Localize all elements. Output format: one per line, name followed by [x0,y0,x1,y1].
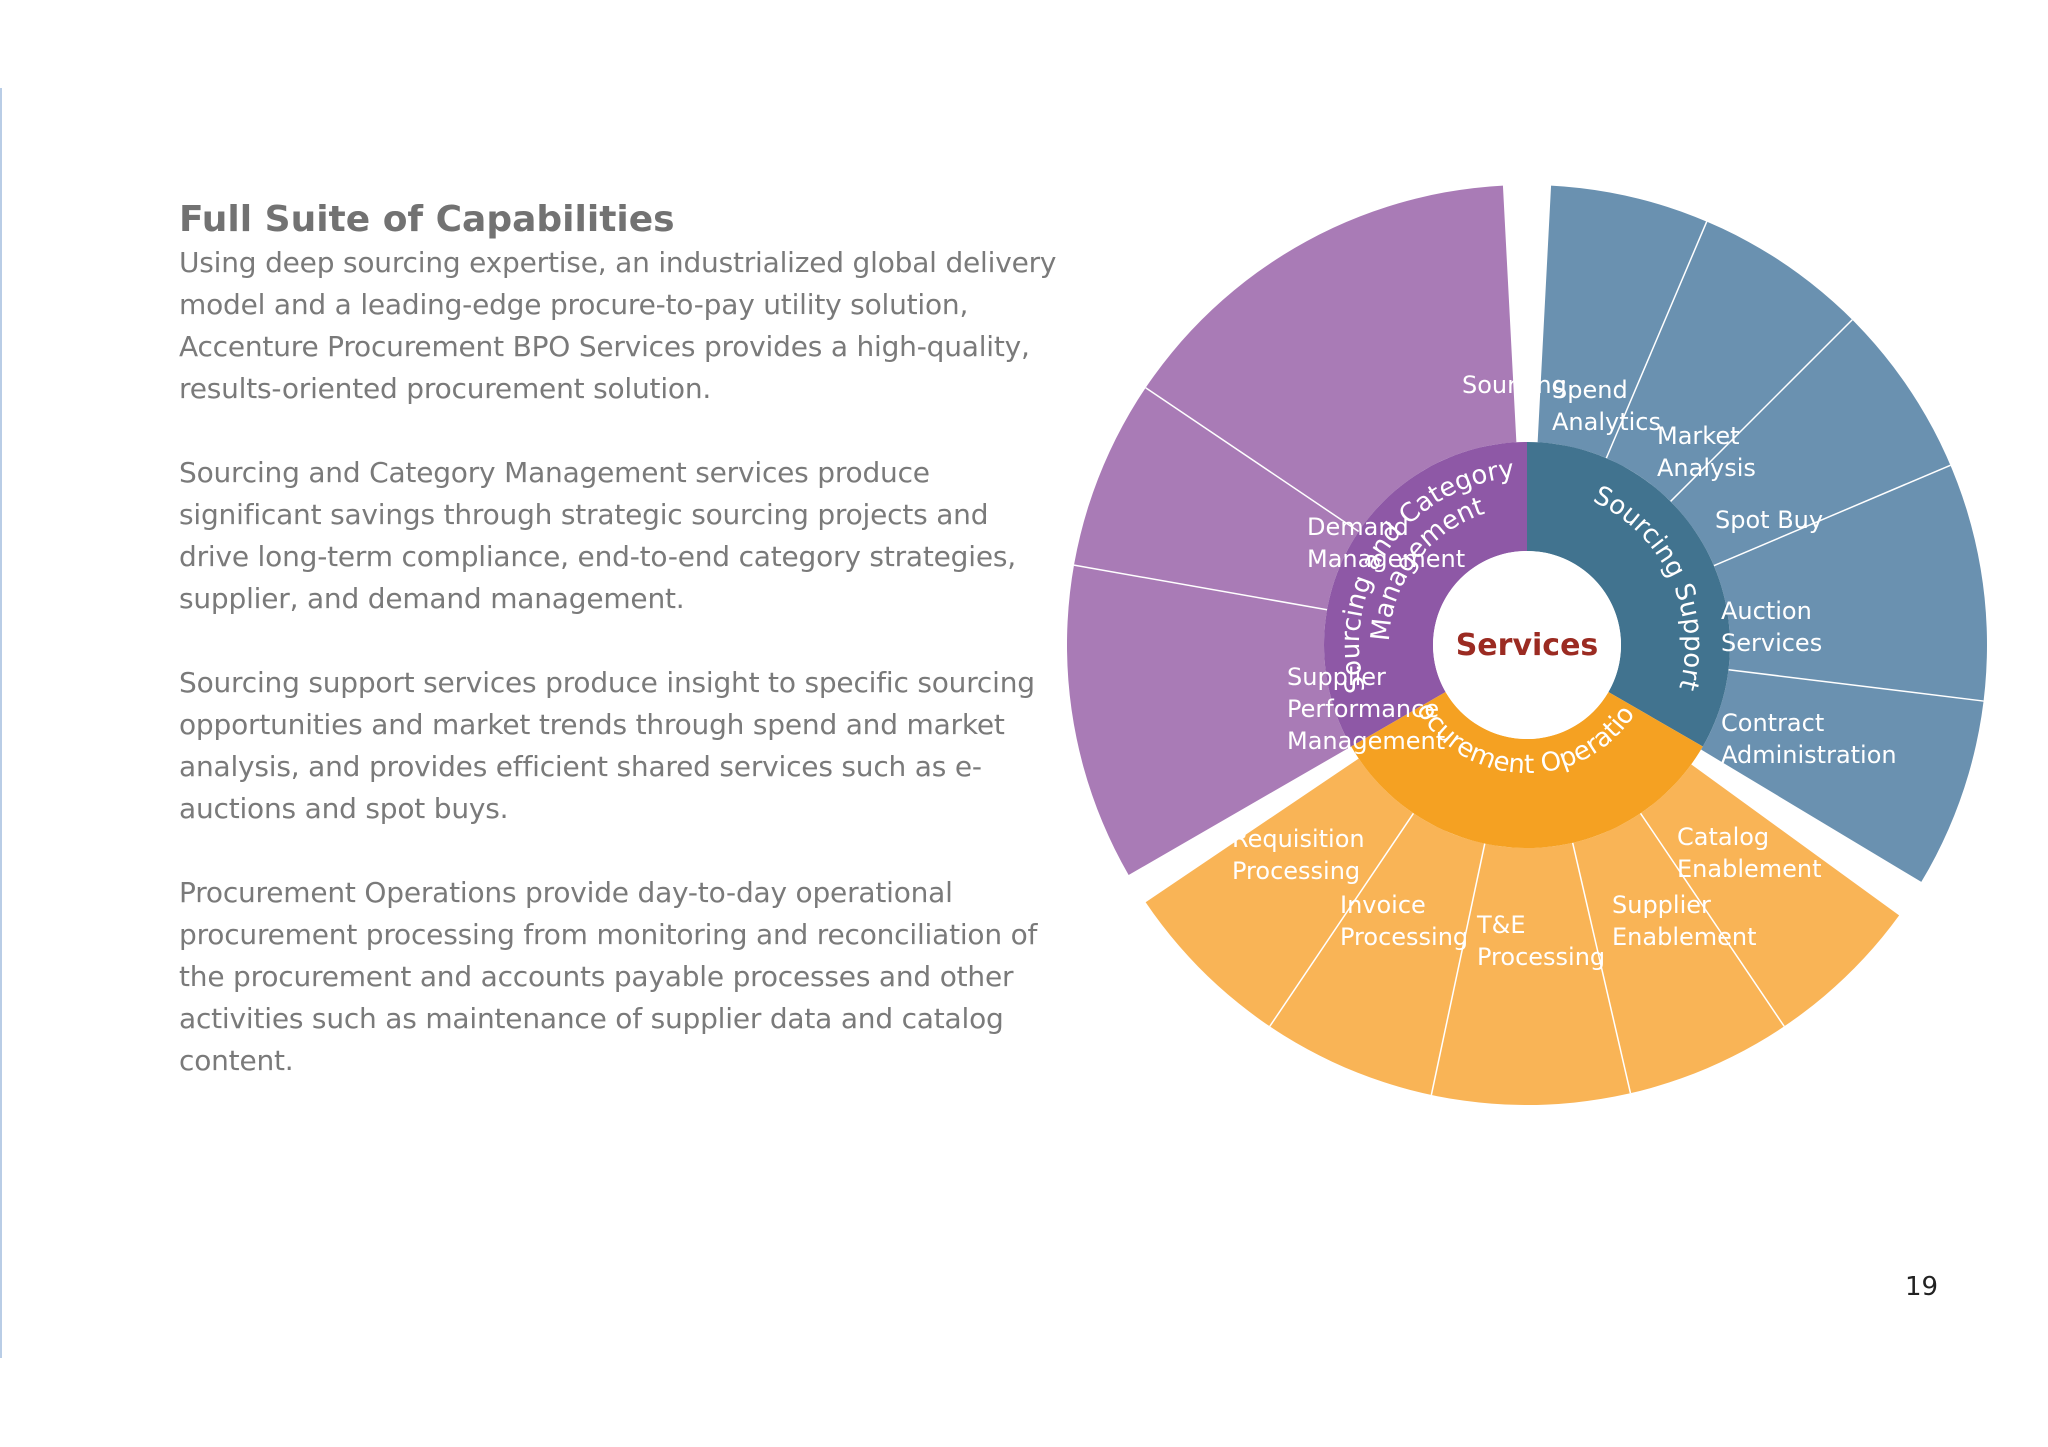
outer-band-sourcing-support [1537,185,1987,882]
segment-label-line: Enablement [1612,923,1757,951]
sourcing-support-paragraph: Sourcing support services produce insigh… [179,666,1035,825]
segment-label-line: Supplier [1612,891,1711,919]
segment-label-line: T&E [1476,911,1526,939]
segment-divider [1430,843,1486,1096]
segment-label-line: Management [1307,545,1465,573]
segment-label-line: Processing [1477,943,1605,971]
inner-ring-sourcing-and-category-management [1324,442,1527,747]
segment-label-spot-buy: Spot Buy [1715,506,1823,534]
group-gap [1693,749,1920,904]
page-edge-line [0,88,2,1358]
segment-divider [1073,564,1328,611]
segment-label-line: Supplier [1287,663,1386,691]
outer-band-procurement-operations [1145,758,1900,1106]
segment-divider [1728,668,1984,702]
center-label: Services [1456,628,1599,663]
group-gap [1129,746,1359,897]
wheel-segments [1067,181,1987,1106]
segment-label-line: Requisition [1232,825,1365,853]
segment-divider [1713,464,1951,567]
segment-divider [1571,842,1632,1094]
center-circle [1433,551,1621,739]
sourcing-category-paragraph: Sourcing and Category Management service… [179,456,1016,615]
segment-divider [1670,319,1853,502]
segment-label-line: Administration [1721,741,1897,769]
text-column: Full Suite of Capabilities Using deep so… [179,198,1059,1082]
wheel-inner-ring [1324,442,1730,848]
section-heading: Full Suite of Capabilities [179,199,675,240]
segment-label-line: Market [1657,422,1740,450]
segment-label-line: Analytics [1552,408,1661,436]
segment-label-line: Processing [1340,923,1468,951]
segment-label-line: Performance [1287,695,1439,723]
segment-label-line: Auction [1721,597,1812,625]
segment-label-sourcing: Sourcing [1462,371,1567,399]
segment-divider [1639,812,1785,1027]
segment-label-line: Catalog [1677,823,1769,851]
segment-label-line: Invoice [1340,891,1426,919]
segment-label-line: Spend [1552,376,1628,404]
intro-paragraph: Using deep sourcing expertise, an indust… [179,246,1057,405]
segment-divider [1269,812,1415,1027]
outer-band-sourcing-and-category-management [1067,185,1517,875]
segment-label-line: Processing [1232,857,1360,885]
segment-divider [1605,221,1708,459]
inner-ring-procurement-operations [1351,692,1703,848]
segment-label-line: Sourcing [1462,371,1567,399]
segment-label-line: Enablement [1677,855,1822,883]
segment-label-t-e-processing: T&E Processing [1476,911,1605,971]
segment-label-line: Services [1721,629,1822,657]
segment-label-line: Management [1287,727,1445,755]
inner-ring-sourcing-support [1527,442,1730,747]
segment-label-line: Contract [1721,709,1824,737]
segment-label-line: Analysis [1657,454,1756,482]
segment-divider [1145,387,1360,533]
segment-label-line: Demand [1307,513,1409,541]
segment-label-line: Spot Buy [1715,506,1823,534]
procurement-operations-paragraph: Procurement Operations provide day-to-da… [179,876,1038,1077]
page-number: 19 [1905,1272,1939,1302]
